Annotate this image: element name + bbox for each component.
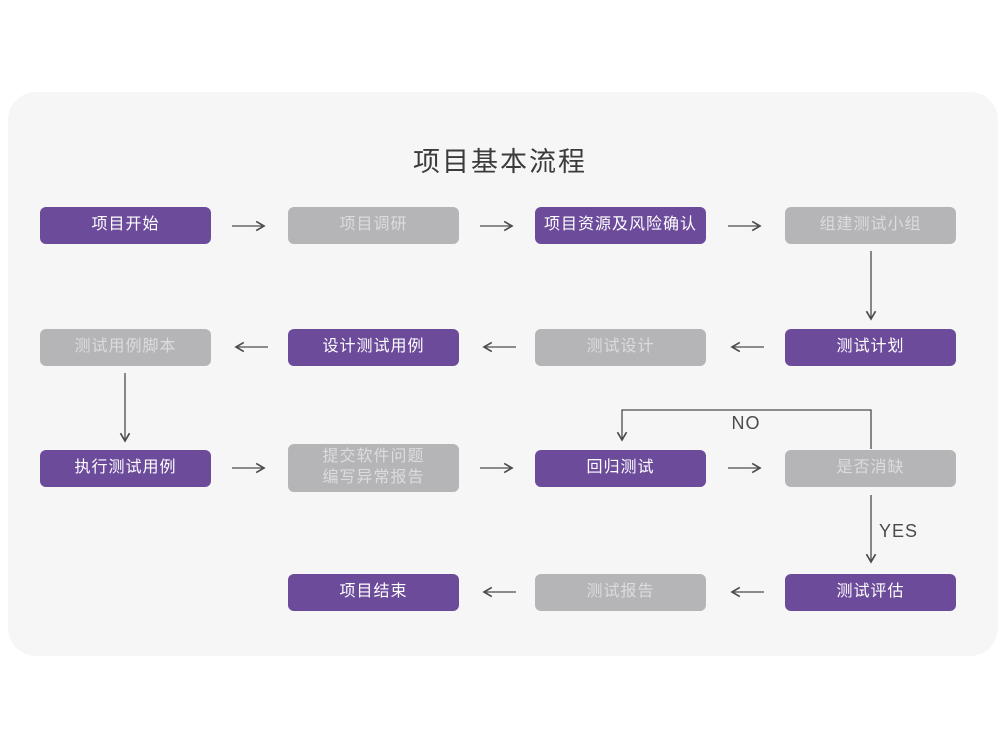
no-branch-label: NO: [731, 413, 761, 433]
node-project-research: 项目调研: [288, 207, 459, 244]
node-label: 测试报告: [586, 583, 655, 601]
node-label: 测试用例脚本: [74, 338, 177, 356]
node-label: 项目开始: [91, 216, 160, 234]
node-build-test-team: 组建测试小组: [785, 207, 956, 244]
node-resources-risk-confirm: 项目资源及风险确认: [535, 207, 706, 244]
node-execute-test-cases: 执行测试用例: [40, 450, 211, 487]
node-test-plan: 测试计划: [785, 329, 956, 366]
node-label-line1: 提交软件问题: [322, 448, 425, 466]
node-label: 回归测试: [586, 459, 655, 477]
node-label: 测试设计: [586, 338, 655, 356]
node-project-start: 项目开始: [40, 207, 211, 244]
node-test-report: 测试报告: [535, 574, 706, 611]
node-project-end: 项目结束: [288, 574, 459, 611]
node-label: 项目结束: [339, 583, 408, 601]
page-title: 项目基本流程: [413, 147, 587, 177]
yes-branch-label: YES: [879, 521, 919, 541]
flowchart-card: [8, 92, 998, 656]
node-test-case-script: 测试用例脚本: [40, 329, 211, 366]
node-label: 项目资源及风险确认: [543, 216, 697, 234]
node-label: 组建测试小组: [819, 216, 922, 234]
node-label-line2: 编写异常报告: [322, 469, 425, 486]
node-label: 测试评估: [836, 583, 905, 601]
node-defect-eliminated: 是否消缺: [785, 450, 956, 487]
node-label: 项目调研: [339, 216, 408, 234]
node-test-design: 测试设计: [535, 329, 706, 366]
node-test-evaluate: 测试评估: [785, 574, 956, 611]
node-label: 是否消缺: [836, 459, 905, 477]
node-label: 执行测试用例: [74, 459, 177, 477]
node-label: 测试计划: [836, 338, 905, 356]
node-label: 设计测试用例: [322, 338, 425, 356]
node-regression-test: 回归测试: [535, 450, 706, 487]
node-submit-issue-report: 提交软件问题 编写异常报告: [288, 444, 459, 492]
node-design-test-cases: 设计测试用例: [288, 329, 459, 366]
